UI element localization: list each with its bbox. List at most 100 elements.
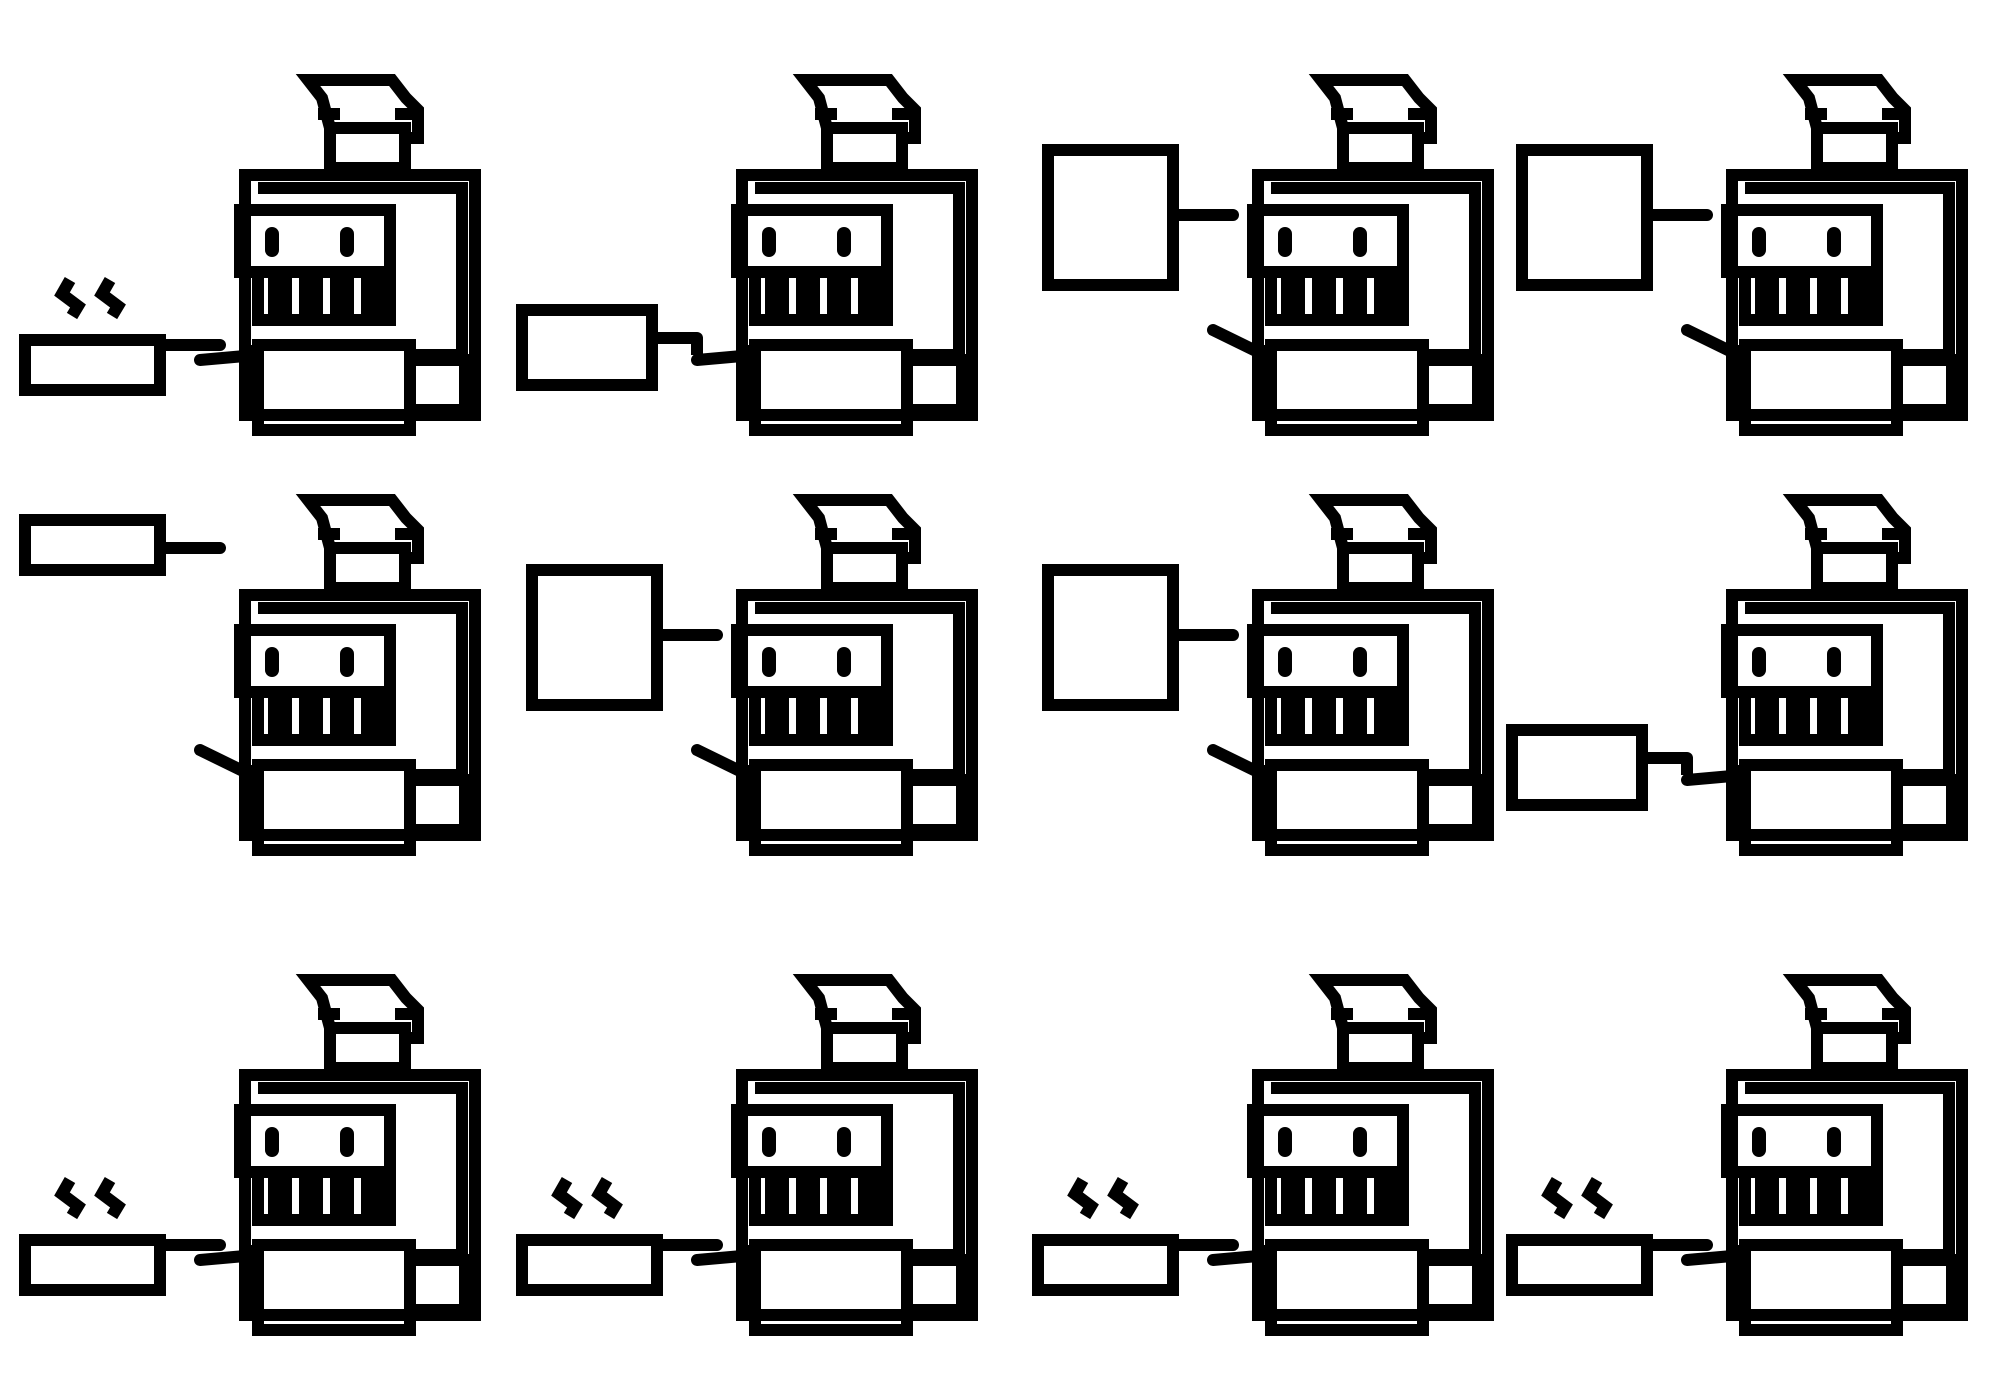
robot-grille-slot bbox=[268, 276, 292, 318]
robot-eye-right bbox=[837, 227, 851, 257]
robot-side-port bbox=[404, 1254, 471, 1316]
robot-grille-slot bbox=[1755, 696, 1779, 738]
robot-face-panel bbox=[234, 624, 396, 698]
tray-tall-box bbox=[1042, 144, 1179, 291]
robot-grille-slot bbox=[1281, 696, 1305, 738]
panels-layer bbox=[19, 74, 1968, 1336]
tray-tall-box bbox=[1042, 564, 1179, 711]
robot-grille bbox=[1265, 1166, 1409, 1226]
robot-eye-right bbox=[1827, 1127, 1841, 1157]
robot-grille bbox=[1739, 686, 1883, 746]
robot-eye-right bbox=[1353, 1127, 1367, 1157]
robot-grille-slot bbox=[765, 696, 789, 738]
robot-eye-right bbox=[837, 1127, 851, 1157]
robot-arm bbox=[691, 744, 748, 778]
robot-grille-slot bbox=[796, 696, 820, 738]
steam-mark-right bbox=[94, 277, 126, 320]
robot-eye-right bbox=[1353, 227, 1367, 257]
robot-grille-slot bbox=[827, 1176, 851, 1218]
robot-grille-slot bbox=[1281, 276, 1305, 318]
robot-face-panel bbox=[234, 204, 396, 278]
robot-grille-slot bbox=[1755, 276, 1779, 318]
tray-tall-box bbox=[526, 564, 663, 711]
robot-grille bbox=[749, 266, 893, 326]
robot-grille bbox=[252, 1166, 396, 1226]
robot-side-port bbox=[901, 354, 968, 416]
robot-eye-left bbox=[265, 227, 279, 257]
steam-mark-left bbox=[54, 277, 86, 320]
steam-mark-right bbox=[1107, 1177, 1139, 1220]
steam-mark-left bbox=[1541, 1177, 1573, 1220]
robot-panel bbox=[19, 74, 481, 436]
robot-eye-left bbox=[762, 1127, 776, 1157]
robot-panel bbox=[1042, 494, 1494, 856]
robot-body-frame bbox=[239, 1069, 481, 1321]
robot-grille-slot bbox=[1374, 276, 1398, 318]
robot-grille-slot bbox=[796, 276, 820, 318]
robot-cable bbox=[691, 1250, 748, 1266]
robot-side-port bbox=[901, 774, 968, 836]
robot-eye-left bbox=[762, 647, 776, 677]
robot-arm bbox=[1207, 744, 1264, 778]
robot-grille-slot bbox=[1312, 696, 1336, 738]
robot-grille bbox=[252, 686, 396, 746]
steam-mark-left bbox=[1067, 1177, 1099, 1220]
robot-grille-slot bbox=[1343, 1176, 1367, 1218]
robot-face-panel bbox=[1247, 204, 1409, 278]
robot-body-frame bbox=[1252, 589, 1494, 841]
robot-arm bbox=[1207, 324, 1264, 358]
steam-mark-right bbox=[591, 1177, 623, 1220]
robot-grille-slot bbox=[361, 276, 385, 318]
robot-face-panel bbox=[1721, 624, 1883, 698]
robot-side-port bbox=[1891, 774, 1958, 836]
robot-grille-slot bbox=[1817, 276, 1841, 318]
robot-eye-right bbox=[340, 647, 354, 677]
robot-face-panel bbox=[1721, 204, 1883, 278]
robot-grille-slot bbox=[1343, 276, 1367, 318]
robot-eye-right bbox=[340, 1127, 354, 1157]
robot-grille bbox=[749, 1166, 893, 1226]
robot-eye-left bbox=[1278, 1127, 1292, 1157]
robot-face-panel bbox=[731, 204, 893, 278]
tray-tall-box bbox=[1516, 144, 1653, 291]
robot-face-panel bbox=[731, 1104, 893, 1178]
robot-body-frame bbox=[1726, 169, 1968, 421]
robot-eye-right bbox=[1827, 647, 1841, 677]
robot-eye-left bbox=[1278, 647, 1292, 677]
robot-body-frame bbox=[239, 589, 481, 841]
robot-panel bbox=[1506, 494, 1968, 856]
robot-eye-right bbox=[340, 227, 354, 257]
robot-grille-slot bbox=[765, 276, 789, 318]
robot-grille-slot bbox=[268, 696, 292, 738]
tray-flat bbox=[516, 1234, 663, 1296]
tray-flat-raised bbox=[19, 514, 166, 576]
robot-side-port bbox=[901, 1254, 968, 1316]
robot-grille-slot bbox=[330, 696, 354, 738]
robot-face-panel bbox=[1247, 1104, 1409, 1178]
robot-body-frame bbox=[1726, 1069, 1968, 1321]
robot-grille-slot bbox=[858, 276, 882, 318]
robot-cable bbox=[691, 350, 748, 366]
robot-face-panel bbox=[1721, 1104, 1883, 1178]
robot-grille-slot bbox=[827, 696, 851, 738]
robot-grille bbox=[1739, 1166, 1883, 1226]
robot-grille-slot bbox=[1848, 696, 1872, 738]
robot-grille-slot bbox=[268, 1176, 292, 1218]
robot-eye-left bbox=[1752, 647, 1766, 677]
steam-mark-right bbox=[1581, 1177, 1613, 1220]
robot-body-frame bbox=[1252, 1069, 1494, 1321]
robot-panel bbox=[516, 74, 978, 436]
robot-grille-slot bbox=[299, 696, 323, 738]
tray-flat bbox=[1032, 1234, 1179, 1296]
robot-side-port bbox=[1417, 774, 1484, 836]
robot-body-frame bbox=[1726, 589, 1968, 841]
robot-eye-left bbox=[1752, 227, 1766, 257]
robot-grille bbox=[1265, 266, 1409, 326]
robot-cable bbox=[194, 1250, 251, 1266]
robot-side-port bbox=[404, 354, 471, 416]
robot-grille-slot bbox=[1755, 1176, 1779, 1218]
steam-mark-left bbox=[551, 1177, 583, 1220]
robot-grille-slot bbox=[361, 1176, 385, 1218]
robot-body-frame bbox=[736, 169, 978, 421]
robot-grille-slot bbox=[330, 276, 354, 318]
